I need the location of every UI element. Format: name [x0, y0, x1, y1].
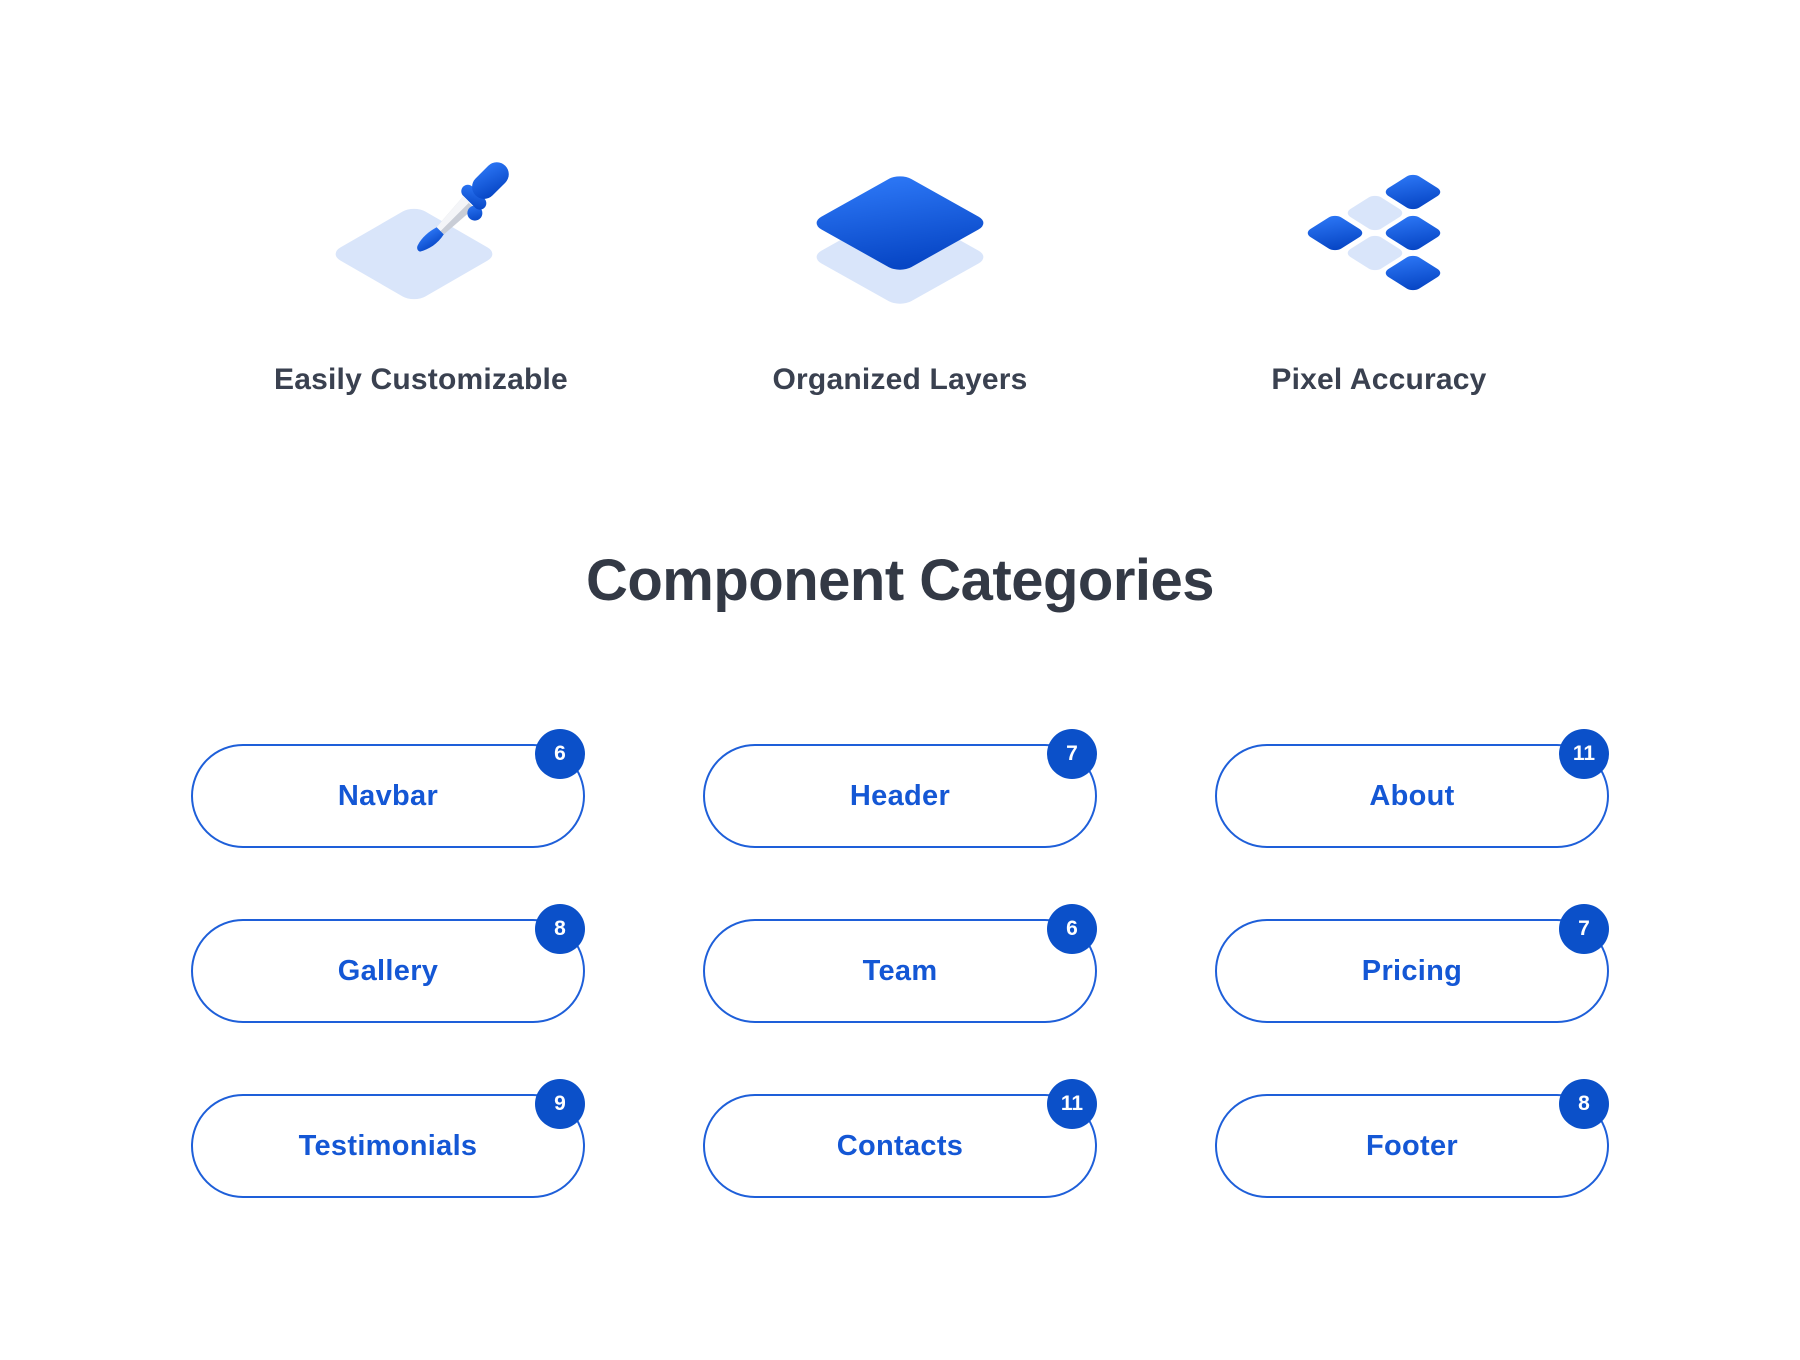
category-button-footer[interactable]: Footer [1215, 1094, 1609, 1198]
category-button-about[interactable]: About [1215, 744, 1609, 848]
category-label: Testimonials [298, 1129, 478, 1162]
count-badge: 7 [1559, 904, 1609, 954]
category-cell: Footer 8 [1215, 1079, 1609, 1198]
count-badge: 6 [535, 729, 585, 779]
pixel-grid-icon [1307, 174, 1441, 290]
count-badge: 6 [1047, 904, 1097, 954]
category-button-header[interactable]: Header [703, 744, 1097, 848]
category-button-contacts[interactable]: Contacts [703, 1094, 1097, 1198]
category-cell: Pricing 7 [1215, 904, 1609, 1023]
category-label: About [1369, 779, 1455, 812]
category-cell: Navbar 6 [191, 729, 585, 848]
category-button-navbar[interactable]: Navbar [191, 744, 585, 848]
count-badge: 7 [1047, 729, 1097, 779]
category-label: Team [862, 954, 938, 987]
count-badge: 11 [1559, 729, 1609, 779]
feature-easily-customizable: Easily Customizable [182, 145, 661, 399]
count-badge: 8 [535, 904, 585, 954]
eyedropper-icon [335, 161, 509, 299]
category-cell: Gallery 8 [191, 904, 585, 1023]
category-cell: About 11 [1215, 729, 1609, 848]
layers-icon [816, 175, 984, 304]
category-label: Contacts [836, 1129, 964, 1162]
category-label: Navbar [337, 779, 439, 812]
count-badge: 9 [535, 1079, 585, 1129]
category-button-gallery[interactable]: Gallery [191, 919, 585, 1023]
category-button-team[interactable]: Team [703, 919, 1097, 1023]
category-button-testimonials[interactable]: Testimonials [191, 1094, 585, 1198]
category-label: Pricing [1361, 954, 1463, 987]
feature-organized-layers: Organized Layers [661, 145, 1140, 399]
category-cell: Team 6 [703, 904, 1097, 1023]
category-cell: Header 7 [703, 729, 1097, 848]
category-label: Header [849, 779, 951, 812]
category-cell: Testimonials 9 [191, 1079, 585, 1198]
count-badge: 11 [1047, 1079, 1097, 1129]
feature-label: Pixel Accuracy [1271, 363, 1487, 396]
category-label: Footer [1365, 1129, 1458, 1162]
category-label: Gallery [337, 954, 439, 987]
features-row: Easily Customizable Organized Layers [0, 0, 1800, 399]
category-grid: Navbar 6 Header 7 About 11 Gallery 8 Tea… [0, 729, 1800, 1198]
category-button-pricing[interactable]: Pricing [1215, 919, 1609, 1023]
feature-pixel-accuracy: Pixel Accuracy [1140, 145, 1619, 399]
feature-label: Easily Customizable [274, 363, 568, 396]
feature-label: Organized Layers [772, 363, 1028, 396]
page-title: Component Categories [585, 548, 1215, 613]
category-cell: Contacts 11 [703, 1079, 1097, 1198]
count-badge: 8 [1559, 1079, 1609, 1129]
